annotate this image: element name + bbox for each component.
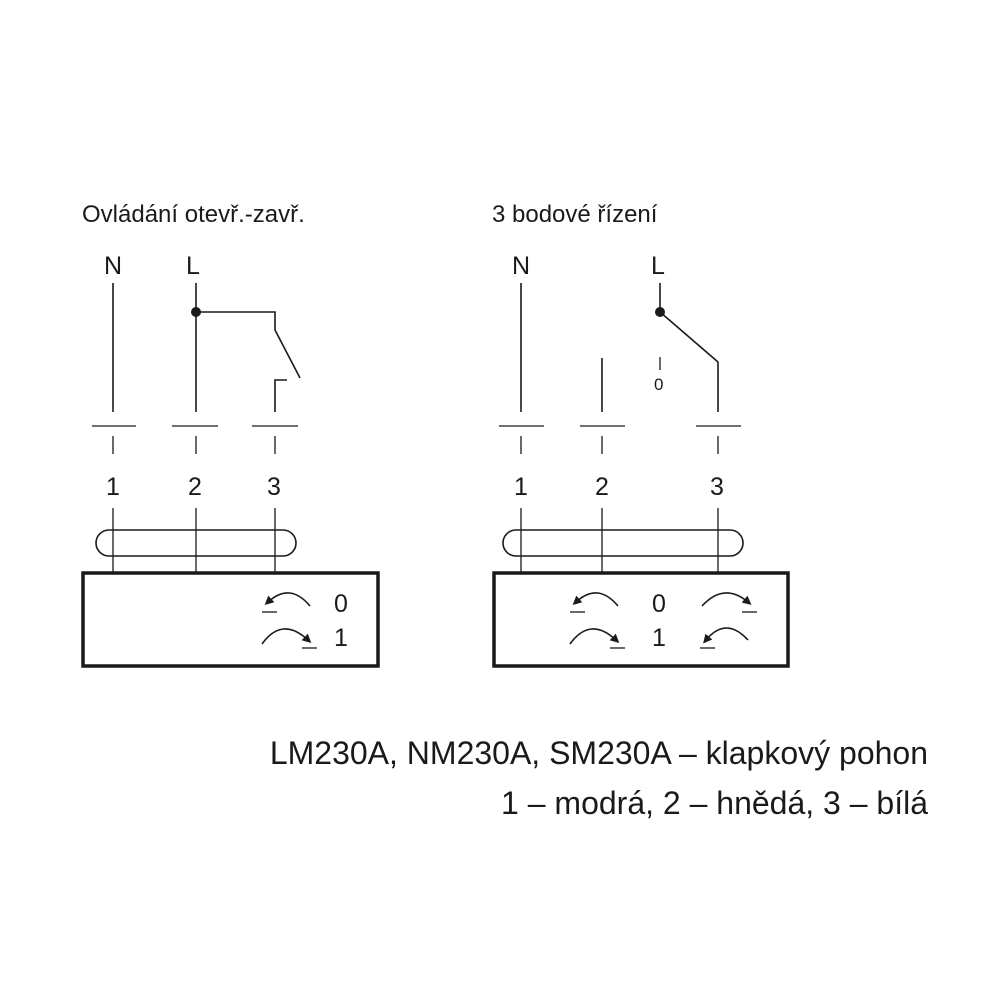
position-label: 1 [652, 624, 666, 652]
terminal-number: 1 [514, 473, 528, 501]
zero-position-label: 0 [654, 375, 663, 394]
terminal-number: 3 [267, 473, 281, 501]
terminal-number: 3 [710, 473, 724, 501]
rotation-cw-icon [701, 592, 752, 607]
actuator-box [492, 571, 790, 668]
live-label: L [651, 252, 665, 280]
rotation-ccw-icon [703, 627, 749, 644]
rotation-cw-icon [261, 628, 312, 645]
changeover-contact [659, 311, 719, 363]
rotation-ccw-icon [572, 592, 619, 607]
three-point-title: 3 bodové řízení [492, 201, 658, 228]
actuator-box [81, 571, 380, 668]
neutral-label: N [512, 252, 530, 280]
position-label: 0 [334, 590, 348, 618]
live-label: L [186, 252, 200, 280]
terminal-number: 2 [595, 473, 609, 501]
three-point-diagram: 3 bodové řízení N L 0 1 2 3 [492, 201, 790, 668]
rotation-ccw-icon [264, 592, 311, 607]
switch-output-wire [274, 379, 287, 412]
open-close-diagram: Ovládání otevř.-zavř. N L 1 2 3 0 [81, 201, 380, 668]
switch-contact [274, 329, 301, 379]
switch-feed-wire [196, 311, 276, 330]
caption-models: LM230A, NM230A, SM230A – klapkový pohon [269, 735, 928, 771]
terminal-number: 1 [106, 473, 120, 501]
position-label: 0 [652, 590, 666, 618]
terminal-number: 2 [188, 473, 202, 501]
open-close-title: Ovládání otevř.-zavř. [82, 201, 305, 228]
neutral-label: N [104, 252, 122, 280]
position-label: 1 [334, 624, 348, 652]
cable-sheath [502, 529, 744, 557]
rotation-cw-icon [569, 628, 620, 645]
caption-wire-colors: 1 – modrá, 2 – hnědá, 3 – bílá [501, 785, 928, 821]
